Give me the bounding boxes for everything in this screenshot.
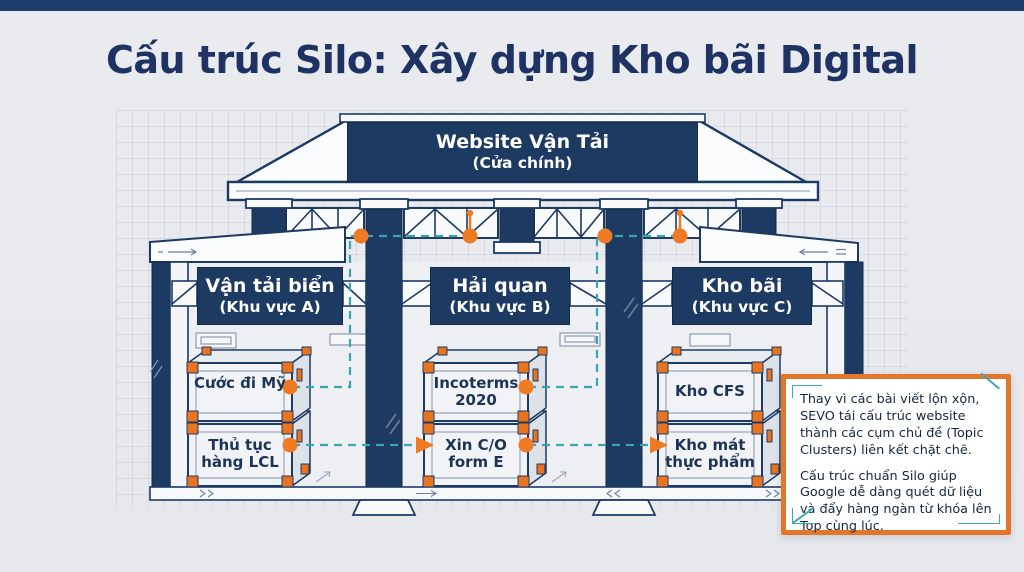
section-sign-b: Hải quan (Khu vực B): [430, 267, 570, 325]
crate-a-top: [186, 346, 312, 423]
right-awning: [699, 225, 859, 263]
anchor-dot: [672, 228, 688, 244]
pillar-left-base: [351, 499, 417, 516]
roof-ridge: [339, 113, 706, 123]
anchor-dot: [353, 228, 369, 244]
silo-b-uplink: [528, 234, 680, 389]
floor-marks: [199, 489, 780, 498]
section-a-zone: (Khu vực A): [219, 297, 321, 316]
anchor-dot: [518, 437, 534, 453]
top-accent-bar: [0, 0, 1024, 11]
arrow-into-b-icon: [416, 436, 434, 454]
crate-c-top: [656, 346, 782, 423]
anchor-dot: [282, 437, 298, 453]
section-a-name: Vận tải biển: [205, 274, 335, 297]
silo-a-uplink: [292, 234, 468, 389]
note-paragraph-2: Cấu trúc chuẩn Silo giúp Google dễ dàng …: [800, 468, 992, 535]
crate-b-top: [422, 346, 548, 423]
section-sign-c: Kho bãi (Khu vực C): [672, 267, 812, 325]
floor: [149, 486, 865, 516]
awning-marks: [158, 248, 846, 256]
main-pillars: [365, 208, 643, 501]
anchor-dot: [597, 228, 613, 244]
anchor-dot: [462, 228, 478, 244]
pillar-left: [365, 208, 403, 501]
left-wall-column: [151, 261, 171, 499]
link-anchors: [282, 209, 688, 454]
section-b-zone: (Khu vực B): [449, 297, 551, 316]
roof-sign-line1: Website Vận Tải: [435, 130, 610, 153]
crate-label-c2: Kho mát thực phẩm: [665, 436, 755, 472]
section-sign-a: Vận tải biển (Khu vực A): [197, 267, 343, 325]
crate-label-c1: Kho CFS: [675, 382, 745, 400]
crate-label-a2: Thủ tục hàng LCL: [201, 436, 279, 472]
note-paragraph-1: Thay vì các bài viết lộn xộn, SEVO tái c…: [800, 392, 984, 458]
roof-sign-line2: (Cửa chính): [472, 153, 573, 172]
page-title: Cấu trúc Silo: Xây dựng Kho bãi Digital: [105, 38, 919, 82]
note-corner-bottomright: [958, 514, 1000, 524]
arrow-into-c-icon: [650, 436, 668, 454]
crate-label-a1: Cước đi Mỹ: [194, 374, 286, 392]
section-c-zone: (Khu vực C): [691, 297, 793, 316]
link-paths: [292, 234, 680, 447]
crates: [186, 346, 782, 488]
anchor-dot: [518, 379, 534, 395]
crate-label-b1: Incoterms 2020: [433, 374, 519, 410]
anchor-dot: [282, 379, 298, 395]
note-corner-topright: [980, 372, 1000, 390]
roof-sign: Website Vận Tải (Cửa chính): [347, 122, 698, 182]
left-awning: [149, 225, 346, 263]
annotation-note: Thay vì các bài viết lộn xộn, SEVO tái c…: [781, 372, 1011, 535]
note-corner-topleft: [792, 385, 822, 398]
section-b-name: Hải quan: [452, 274, 548, 297]
awnings: [149, 225, 859, 263]
note-corner-bottomleft: [792, 508, 814, 524]
section-c-name: Kho bãi: [701, 274, 783, 297]
crate-label-b2: Xin C/O form E: [445, 436, 507, 472]
pillar-right: [605, 208, 643, 501]
column-stub: [499, 205, 535, 245]
pillar-right-base: [591, 499, 657, 516]
